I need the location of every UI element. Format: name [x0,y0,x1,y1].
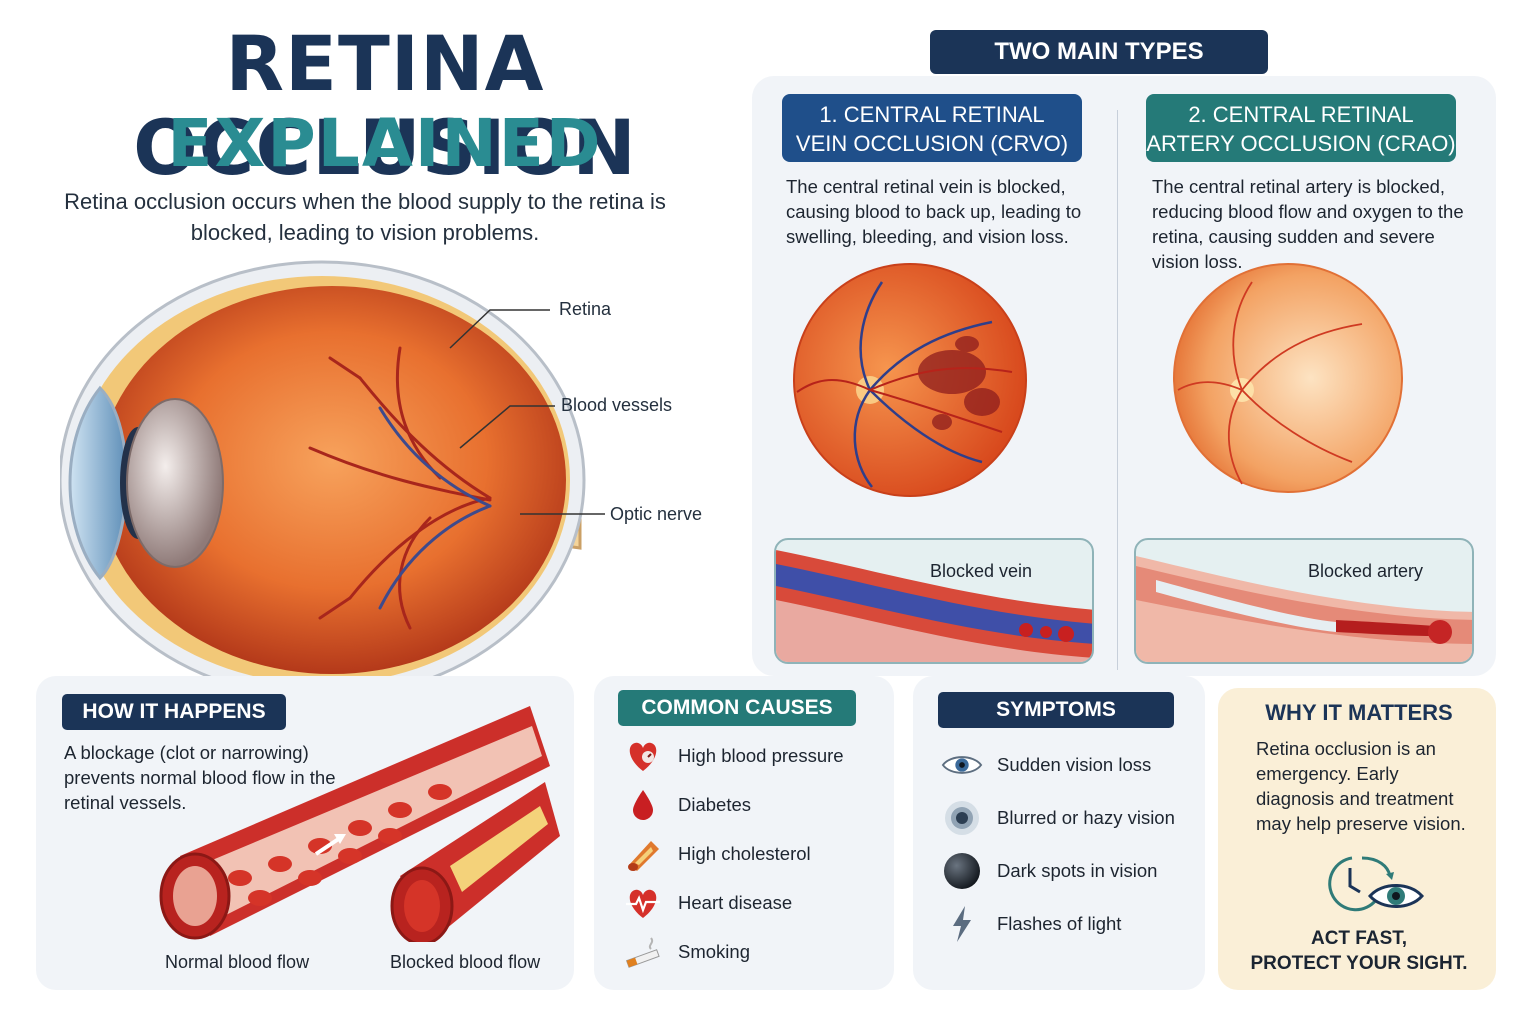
common-causes-card [594,676,894,990]
symptom-label: Flashes of light [997,913,1122,934]
intro-text: Retina occlusion occurs when the blood s… [64,189,666,245]
blood-flow-illustration [159,706,560,942]
artery-plaque-icon [622,834,664,874]
blocked-artery-illustration [1136,556,1472,662]
cigarette-icon [622,932,664,972]
cause-label: Smoking [678,941,750,962]
blocked-vein-label: Blocked vein [930,561,1033,581]
crvo-description: The central retinal vein is blocked, cau… [786,176,1082,247]
symptoms-list: Sudden vision loss Blurred or hazy visio… [941,745,1175,944]
blood-drop-icon [622,785,664,825]
crao-description: The central retinal artery is blocked, r… [1152,176,1464,272]
cause-label: Diabetes [678,794,752,815]
why-cta-line1: ACT FAST, [1310,928,1408,949]
cause-item: Smoking [622,932,844,972]
cause-item: High cholesterol [622,834,844,874]
why-it-matters-description: Retina occlusion is an emergency. Early … [1256,738,1466,834]
crvo-vessel-diagram [774,538,1094,664]
blur-icon [941,798,983,838]
crao-vessel-diagram [1134,538,1474,664]
symptom-label: Dark spots in vision [997,860,1158,881]
crao-fundus-image [1173,263,1403,493]
cause-label: High cholesterol [678,843,811,864]
cause-label: Heart disease [678,892,793,913]
heart-pulse-icon [622,883,664,923]
normal-flow-label: Normal blood flow [165,952,310,972]
lightning-icon [941,904,983,944]
symptom-item: Sudden vision loss [941,745,1175,785]
why-it-matters-title: WHY IT MATTERS [1265,700,1453,725]
crao-title-line2: ARTERY OCCLUSION (CRAO) [1146,131,1456,156]
blocked-artery-label: Blocked artery [1308,561,1424,581]
crvo-fundus-image [793,263,1027,497]
why-it-matters-card [1218,688,1496,990]
dark-spot-icon [941,851,983,891]
symptom-item: Blurred or hazy vision [941,798,1175,838]
blocked-flow-label: Blocked blood flow [390,952,541,972]
crvo-title-line1: 1. CENTRAL RETINAL [819,102,1045,127]
common-causes-title: COMMON CAUSES [618,690,856,726]
heart-gauge-icon [622,736,664,776]
page-subtitle: EXPLAINED [167,105,603,182]
label-optic-nerve: Optic nerve [610,504,703,524]
how-it-happens-title: HOW IT HAPPENS [62,694,286,730]
crvo-title: 1. CENTRAL RETINAL VEIN OCCLUSION (CRVO) [782,94,1082,162]
eye-icon [941,745,983,785]
why-cta: ACT FAST, PROTECT YOUR SIGHT. [1232,926,1486,976]
cause-label: High blood pressure [678,745,844,766]
symptoms-title: SYMPTOMS [938,692,1174,728]
clock-eye-icon [1328,856,1424,912]
symptom-item: Flashes of light [941,904,1175,944]
causes-list: High blood pressure Diabetes High choles… [622,736,844,972]
symptom-label: Sudden vision loss [997,754,1152,775]
symptom-item: Dark spots in vision [941,851,1175,891]
cause-item: High blood pressure [622,736,844,776]
label-retina: Retina [559,299,612,319]
page-title: RETINA OCCLUSION [133,19,637,192]
label-blood-vessels: Blood vessels [561,395,673,415]
blocked-vein-illustration [776,550,1092,662]
types-divider [1117,110,1118,670]
cause-item: Diabetes [622,785,844,825]
crao-title: 2. CENTRAL RETINAL ARTERY OCCLUSION (CRA… [1146,94,1456,162]
cause-item: Heart disease [622,883,844,923]
crvo-title-line2: VEIN OCCLUSION (CRVO) [795,131,1069,156]
types-banner: TWO MAIN TYPES [930,30,1268,74]
why-cta-line2: PROTECT YOUR SIGHT. [1250,953,1468,974]
symptom-label: Blurred or hazy vision [997,807,1175,828]
crao-title-line1: 2. CENTRAL RETINAL [1188,102,1414,127]
how-it-happens-description: A blockage (clot or narrowing) prevents … [64,742,336,813]
eye-cross-section-illustration [60,260,605,688]
